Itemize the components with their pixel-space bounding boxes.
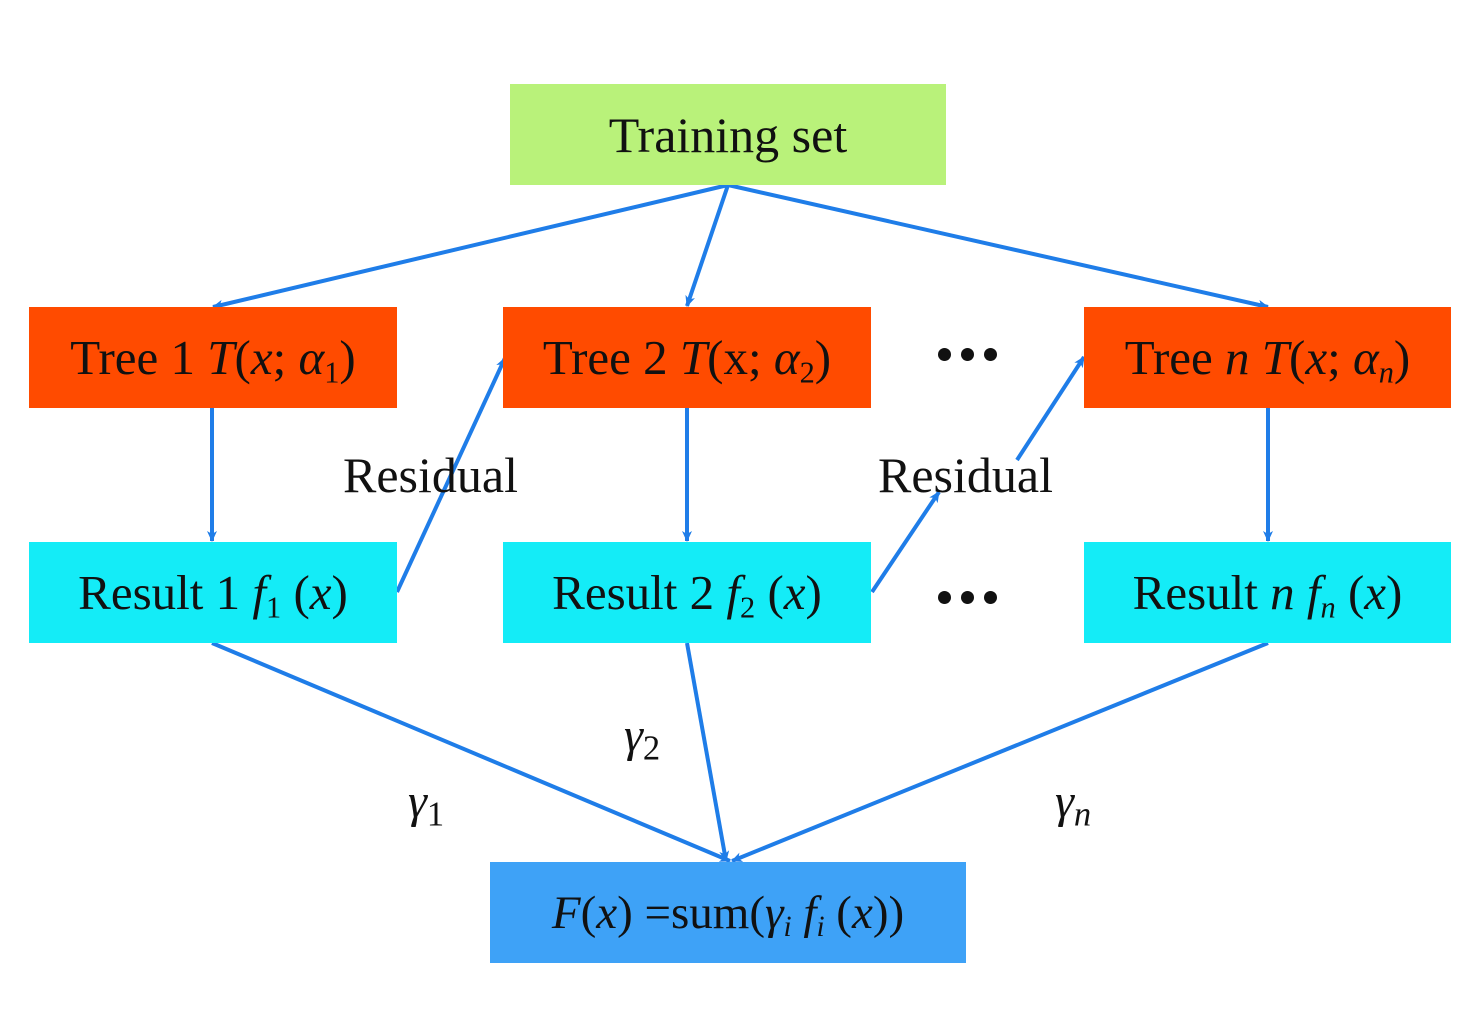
arrow-training-to-tree-2 <box>685 184 730 307</box>
residual-label-2: Residual <box>878 447 1053 503</box>
ellipsis-dot <box>961 348 974 361</box>
ellipsis-dot <box>984 348 997 361</box>
ellipsis-trees <box>938 348 997 361</box>
ellipsis-dot <box>938 348 951 361</box>
ellipsis-results <box>938 591 997 604</box>
ellipsis-dot <box>984 591 997 604</box>
arrow-residual-result-1-to-tree-2 <box>395 357 507 593</box>
arrow-result-n-to-sum <box>731 641 1269 863</box>
final-model-box: F(x) =sum(γi fi (x)) <box>490 862 966 963</box>
arrow-result-1-to-sum <box>211 641 731 863</box>
tree-2-label: Tree 2 T(x; α2) <box>542 330 832 390</box>
arrow-residual-result-2-to-ellipsis <box>870 490 941 594</box>
weight-gamma-1: γ1 <box>408 775 445 834</box>
result-2-label: Result 2 f2 (x) <box>552 565 822 625</box>
residual-label-1: Residual <box>343 447 518 503</box>
arrow-result-2-to-sum <box>685 642 730 862</box>
result-1-label: Result 1 f1 (x) <box>78 565 348 625</box>
arrow-training-to-tree-1 <box>212 183 729 310</box>
tree-2-box: Tree 2 T(x; α2) <box>503 307 871 408</box>
tree-1-label: Tree 1 T(x; α1) <box>70 330 356 390</box>
arrow-residual-ellipsis-to-tree-n <box>1015 355 1086 462</box>
final-model-formula: F(x) =sum(γi fi (x)) <box>551 886 905 943</box>
result-n-label: Result n fn (x) <box>1132 565 1403 625</box>
tree-n-label: Tree n T(x; αn) <box>1124 330 1411 390</box>
result-n-box: Result n fn (x) <box>1084 542 1451 643</box>
ellipsis-dot <box>961 591 974 604</box>
tree-1-box: Tree 1 T(x; α1) <box>29 307 397 408</box>
tree-n-box: Tree n T(x; αn) <box>1084 307 1451 408</box>
result-2-box: Result 2 f2 (x) <box>503 542 871 643</box>
training-set-box: Training set <box>510 84 946 185</box>
weight-gamma-n: γn <box>1055 775 1092 834</box>
arrow-training-to-tree-n <box>727 183 1269 310</box>
ellipsis-dot <box>938 591 951 604</box>
training-set-label: Training set <box>608 106 848 163</box>
result-1-box: Result 1 f1 (x) <box>29 542 397 643</box>
weight-gamma-2: γ2 <box>624 709 661 768</box>
